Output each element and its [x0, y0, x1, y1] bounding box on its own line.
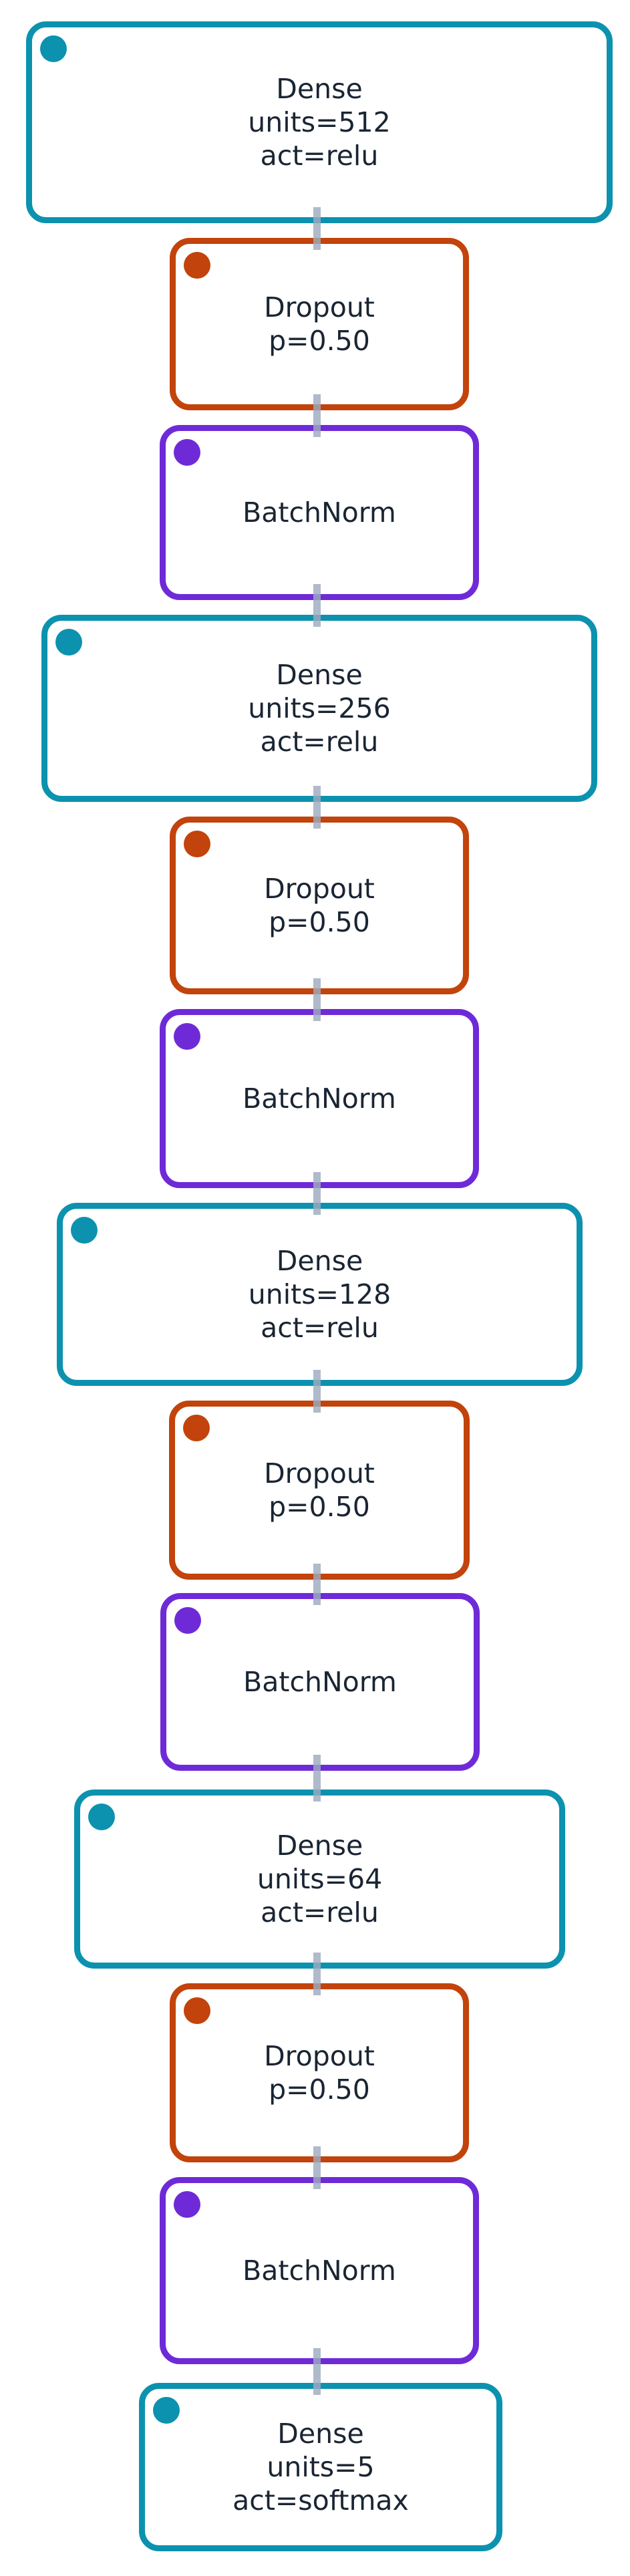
- layer-label: Dense units=5 act=softmax: [232, 2418, 409, 2517]
- layer-node-batchnorm-2: BatchNorm: [160, 1009, 479, 1188]
- connector-edge: [313, 584, 321, 627]
- layer-node-dropout-1: Dropout p=0.50: [170, 238, 469, 410]
- dense-layer-dot-icon: [88, 1804, 115, 1830]
- layer-node-dense-5: Dense units=5 act=softmax: [139, 2383, 502, 2551]
- layer-label: Dense units=256 act=relu: [248, 659, 391, 758]
- connector-edge: [313, 2348, 321, 2395]
- connector-edge: [313, 207, 321, 250]
- layer-node-dropout-4: Dropout p=0.50: [170, 1983, 469, 2162]
- layer-node-dense-3: Dense units=128 act=relu: [57, 1203, 583, 1386]
- layer-node-dense-2: Dense units=256 act=relu: [41, 615, 597, 802]
- connector-edge: [313, 1172, 321, 1215]
- connector-edge: [313, 786, 321, 829]
- layer-label: BatchNorm: [243, 1666, 397, 1698]
- connector-edge: [313, 1953, 321, 1995]
- layer-label: Dropout p=0.50: [264, 2040, 375, 2106]
- connector-edge: [313, 1564, 321, 1605]
- connector-edge: [313, 978, 321, 1021]
- dense-layer-dot-icon: [71, 1217, 98, 1244]
- layer-node-batchnorm-3: BatchNorm: [160, 1593, 480, 1771]
- layer-label: Dropout p=0.50: [264, 873, 375, 938]
- layer-node-dropout-3: Dropout p=0.50: [169, 1401, 470, 1580]
- batchnorm-layer-dot-icon: [174, 1607, 201, 1634]
- dropout-layer-dot-icon: [184, 831, 210, 857]
- connector-edge: [313, 1755, 321, 1802]
- layer-node-batchnorm-1: BatchNorm: [160, 425, 479, 600]
- connector-edge: [313, 2146, 321, 2189]
- connector-edge: [313, 1370, 321, 1413]
- layer-node-batchnorm-4: BatchNorm: [160, 2177, 479, 2364]
- layer-label: Dropout p=0.50: [264, 291, 375, 357]
- layer-label: BatchNorm: [243, 1083, 396, 1115]
- batchnorm-layer-dot-icon: [174, 1023, 200, 1050]
- batchnorm-layer-dot-icon: [174, 439, 200, 466]
- dense-layer-dot-icon: [153, 2397, 180, 2424]
- layer-label: Dense units=128 act=relu: [248, 1245, 391, 1344]
- layer-node-dense-1: Dense units=512 act=relu: [26, 21, 613, 223]
- layer-label: Dropout p=0.50: [264, 1457, 375, 1523]
- layer-label: Dense units=512 act=relu: [248, 73, 391, 172]
- layer-label: BatchNorm: [243, 496, 396, 529]
- dropout-layer-dot-icon: [184, 252, 210, 279]
- dropout-layer-dot-icon: [183, 1415, 210, 1441]
- layer-node-dense-4: Dense units=64 act=relu: [74, 1790, 565, 1969]
- batchnorm-layer-dot-icon: [174, 2191, 200, 2218]
- dense-layer-dot-icon: [55, 629, 82, 656]
- layer-node-dropout-2: Dropout p=0.50: [170, 817, 469, 994]
- dropout-layer-dot-icon: [184, 1997, 210, 2024]
- connector-edge: [313, 394, 321, 437]
- dense-layer-dot-icon: [40, 35, 67, 62]
- layer-label: BatchNorm: [243, 2255, 396, 2287]
- layer-label: Dense units=64 act=relu: [257, 1830, 383, 1928]
